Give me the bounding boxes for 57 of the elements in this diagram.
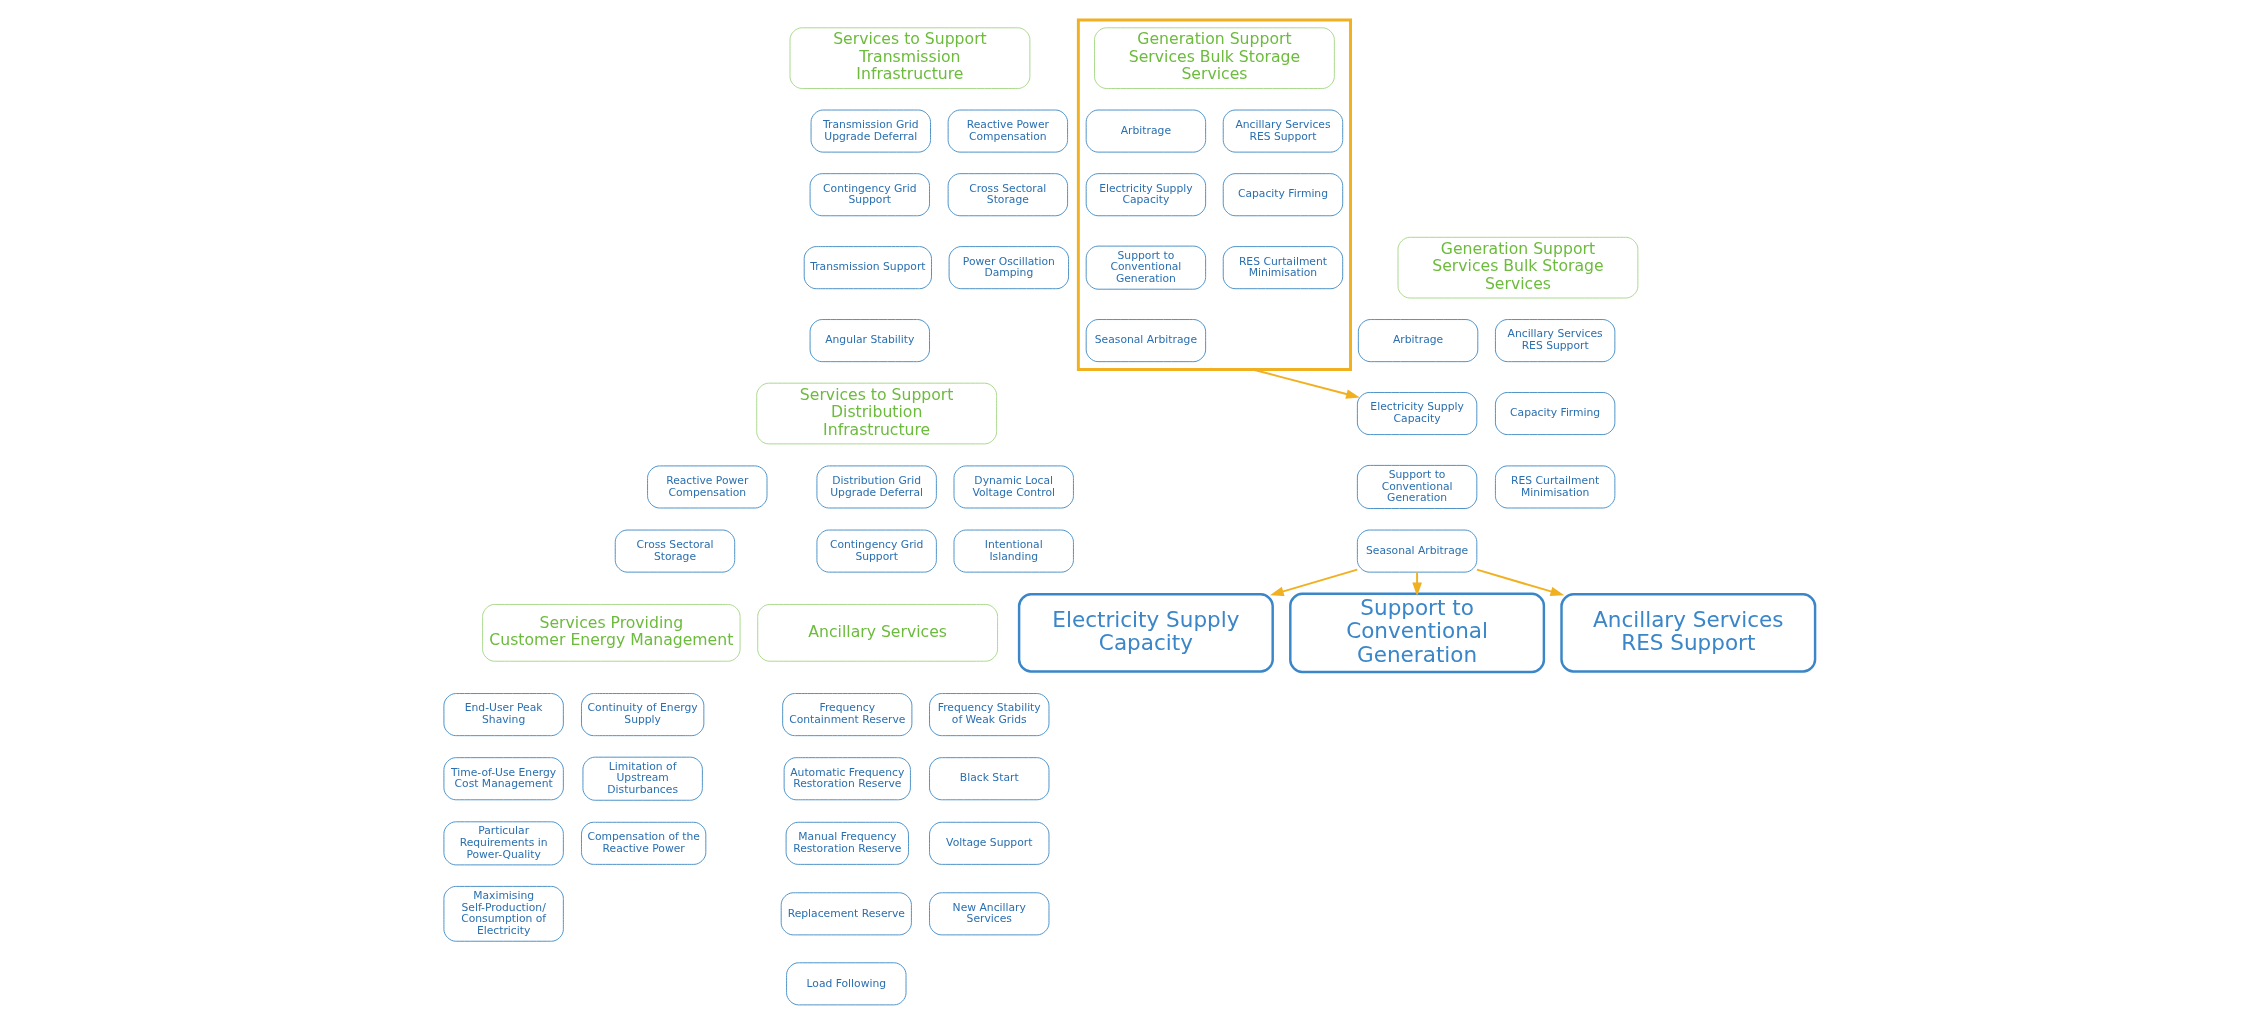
- arrow: [1269, 568, 1358, 597]
- node-box: Transmission Grid Upgrade Deferral: [810, 109, 931, 153]
- node-box: RES Curtailment Minimisation: [1494, 465, 1615, 509]
- node-box: Ancillary Services RES Support: [1559, 592, 1816, 673]
- node-box: Dynamic Local Voltage Control: [953, 465, 1074, 509]
- node-box: Particular Requirements in Power-Quality: [442, 821, 564, 866]
- node-box: Reactive Power Compensation: [947, 109, 1068, 153]
- node-box: Load Following: [785, 962, 906, 1006]
- node-box: Replacement Reserve: [780, 892, 912, 936]
- node-box: RES Curtailment Minimisation: [1222, 246, 1343, 290]
- node-box: Automatic Frequency Restoration Reserve: [783, 757, 911, 801]
- node-box: Support to Conventional Generation: [1356, 464, 1477, 509]
- node-box: Cross Sectoral Storage: [947, 173, 1068, 217]
- node-box: Capacity Firming: [1222, 173, 1343, 217]
- cluster: [1076, 18, 1352, 371]
- node-box: Time-of-Use Energy Cost Management: [442, 757, 564, 801]
- node-box: Limitation of Upstream Disturbances: [581, 756, 703, 801]
- node-box: Services to Support Transmission Infrastructure: [789, 27, 1030, 89]
- node-box: Generation Support Services Bulk Storage Services: [1093, 27, 1335, 89]
- arrow: [1251, 368, 1360, 399]
- node-box: Electricity Supply Capacity: [1356, 392, 1477, 436]
- node-box: Support to Conventional Generation: [1288, 592, 1545, 674]
- node-box: Compensation of the Reactive Power: [580, 821, 706, 865]
- node-box: Intentional Islanding: [953, 529, 1074, 573]
- node-box: Seasonal Arbitrage: [1356, 529, 1477, 573]
- node-box: Angular Stability: [809, 319, 930, 363]
- node-box: Manual Frequency Restoration Reserve: [785, 821, 909, 865]
- node-box: Ancillary Services RES Support: [1494, 319, 1615, 363]
- node-box: Reactive Power Compensation: [646, 465, 767, 509]
- node-box: Maximising Self-Production/ Consumption of Electricity: [442, 885, 564, 942]
- node-box: Contingency Grid Support: [809, 173, 930, 217]
- node-box: Black Start: [928, 757, 1049, 801]
- node-box: New Ancillary Services: [928, 892, 1049, 936]
- node-box: Seasonal Arbitrage: [1085, 319, 1206, 363]
- node-box: Services Providing Customer Energy Management: [481, 603, 741, 662]
- node-box: Contingency Grid Support: [815, 529, 937, 573]
- node-box: Capacity Firming: [1494, 392, 1615, 436]
- node-box: Support to Conventional Generation: [1085, 245, 1206, 290]
- arrow: [1475, 568, 1564, 597]
- node-box: Transmission Support: [803, 246, 932, 290]
- node-box: Electricity Supply Capacity: [1085, 173, 1206, 217]
- node-box: End-User Peak Shaving: [442, 693, 564, 737]
- node-box: Distribution Grid Upgrade Deferral: [815, 465, 937, 509]
- node-box: Electricity Supply Capacity: [1017, 592, 1274, 673]
- arrow: [1411, 571, 1422, 597]
- node-box: Frequency Stability of Weak Grids: [928, 693, 1049, 737]
- node-box: Services to Support Distribution Infrastructure: [755, 382, 997, 445]
- node-box: Frequency Containment Reserve: [781, 693, 912, 737]
- node-box: Arbitrage: [1357, 319, 1478, 363]
- node-box: Voltage Support: [928, 821, 1049, 865]
- node-box: Ancillary Services: [756, 603, 998, 662]
- node-box: Cross Sectoral Storage: [614, 529, 735, 573]
- node-box: Ancillary Services RES Support: [1222, 109, 1343, 153]
- node-box: Power Oscillation Damping: [948, 246, 1069, 290]
- node-box: Generation Support Services Bulk Storage Services: [1397, 236, 1638, 299]
- node-box: Arbitrage: [1085, 109, 1206, 153]
- node-box: Continuity of Energy Supply: [580, 693, 704, 737]
